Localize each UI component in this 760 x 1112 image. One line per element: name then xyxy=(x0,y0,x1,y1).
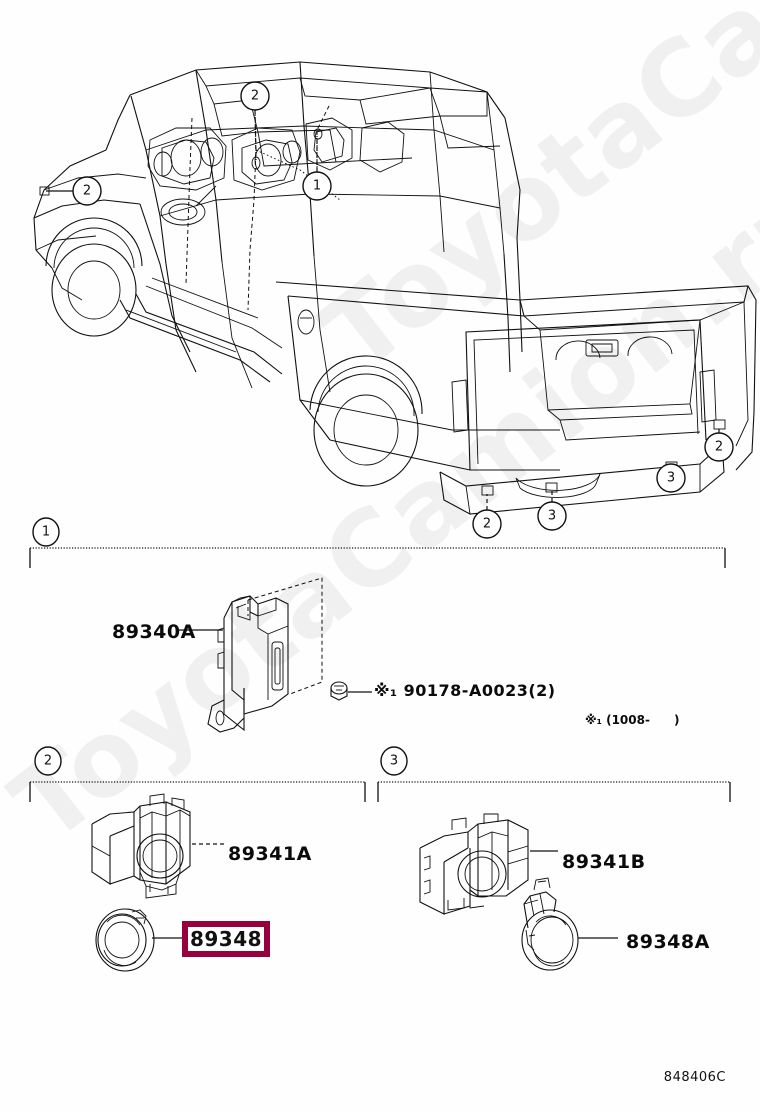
part-label-89341A: 89341A xyxy=(228,843,312,865)
section-2-group: 2 xyxy=(29,746,366,972)
part-label-89341B: 89341B xyxy=(562,851,646,873)
note-label-1008: ※₁ (1008- ) xyxy=(585,713,680,727)
callout-rear-right-2 xyxy=(704,432,734,462)
vehicle-callouts: 2 1 2 2 3 3 2 xyxy=(46,81,734,539)
part-label-89340A: 89340A xyxy=(112,621,196,643)
callout-rear-left-2 xyxy=(472,509,502,539)
section-2-marker xyxy=(34,746,62,776)
diagram-code-label: 848406C xyxy=(663,1070,726,1085)
callout-rear-mid-3 xyxy=(537,501,567,531)
part-label-89348-highlighted[interactable]: 89348 xyxy=(182,921,270,957)
retainer-89341B-drawing xyxy=(419,813,529,915)
part-label-89348-text: 89348 xyxy=(189,927,263,951)
section-1-marker xyxy=(32,517,60,547)
part-label-89348A: 89348A xyxy=(626,931,710,953)
svg-text:2: 2 xyxy=(44,754,52,769)
section-3-group: 3 xyxy=(377,746,731,971)
svg-text:2: 2 xyxy=(715,440,723,455)
svg-text:2: 2 xyxy=(83,184,91,199)
callout-rear-right-3 xyxy=(656,463,686,493)
ecu-89340A-drawing xyxy=(207,595,289,733)
svg-text:3: 3 xyxy=(667,471,675,486)
svg-text:3: 3 xyxy=(548,509,556,524)
section-3-marker xyxy=(380,746,408,776)
nut-90178-drawing xyxy=(330,681,348,701)
vehicle-illustration xyxy=(33,61,757,515)
part-label-90178-A0023: ※₁ 90178-A0023(2) xyxy=(374,681,556,700)
callout-front-2 xyxy=(72,176,102,206)
sensor-89348-drawing xyxy=(95,908,155,972)
callout-interior-2 xyxy=(240,81,270,111)
svg-text:3: 3 xyxy=(390,754,398,769)
retainer-89341A-drawing xyxy=(91,793,191,899)
sensor-89348A-drawing xyxy=(521,877,579,971)
section-1-group: 1 xyxy=(29,517,726,733)
callout-interior-1 xyxy=(302,171,332,201)
svg-text:1: 1 xyxy=(313,179,321,194)
svg-text:2: 2 xyxy=(483,517,491,532)
svg-text:1: 1 xyxy=(42,525,50,540)
svg-text:2: 2 xyxy=(251,89,259,104)
